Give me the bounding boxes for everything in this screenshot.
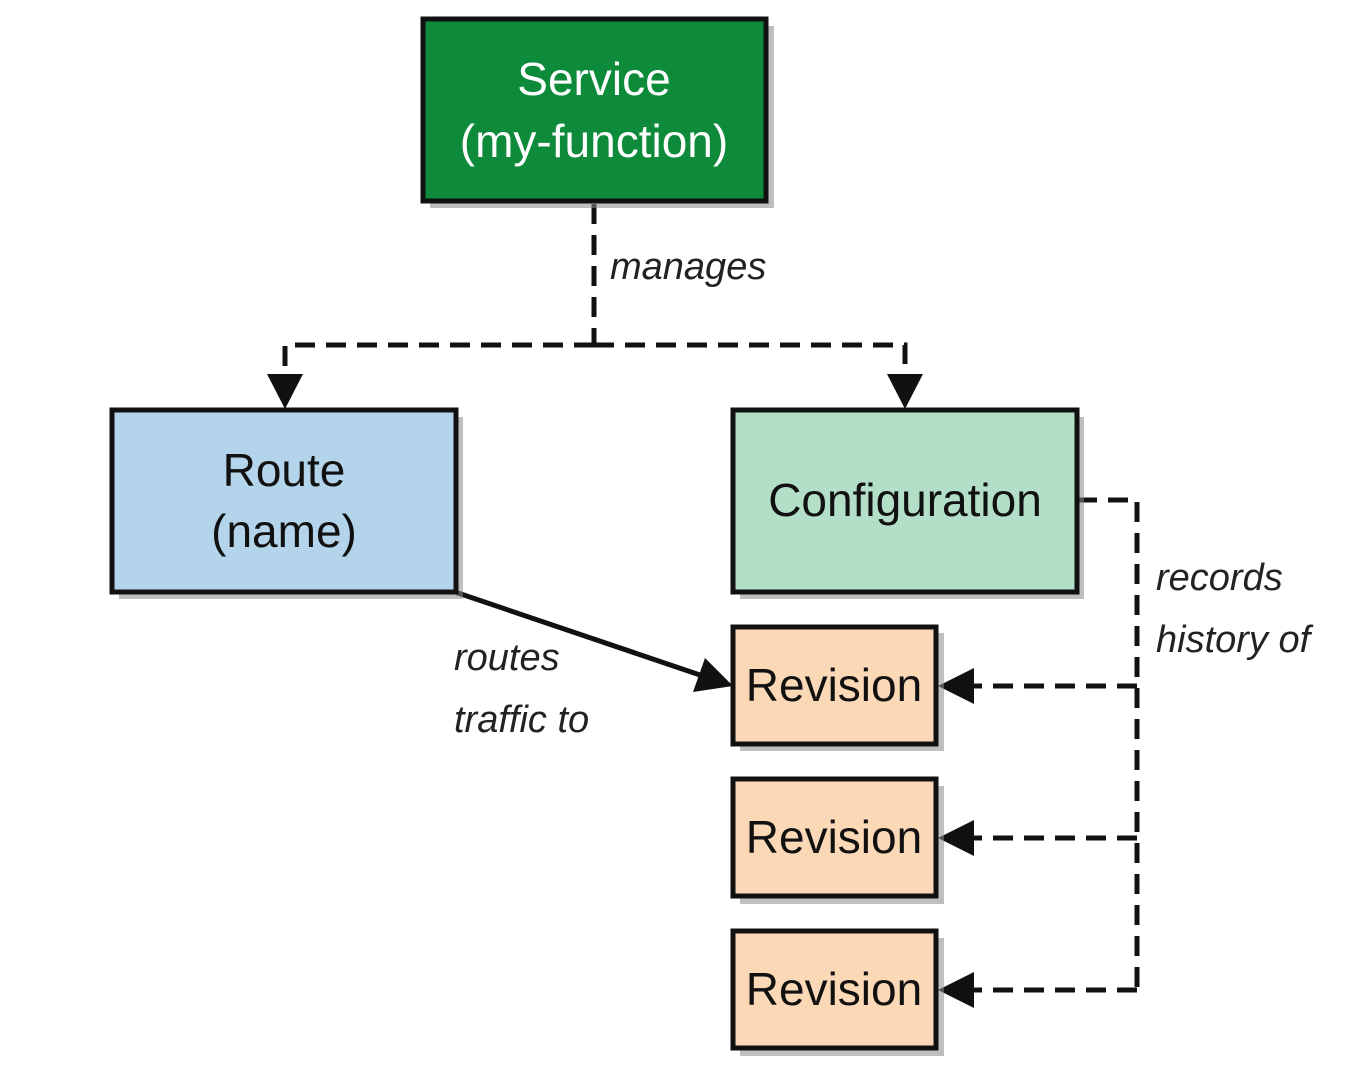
route-box (109, 407, 459, 595)
routes-traffic-label-line2: traffic to (454, 699, 589, 741)
service-subtitle: (my-function) (460, 115, 728, 167)
revision-label-2: Revision (746, 811, 922, 863)
records-history-label-line2: history of (1156, 619, 1314, 661)
service-node: Service (my-function) (420, 16, 774, 208)
configuration-node: Configuration (730, 407, 1084, 599)
route-subtitle: (name) (211, 505, 357, 557)
manages-split-left (282, 342, 594, 378)
revision-node-1: Revision (730, 624, 944, 751)
arrowhead-to-configuration (887, 374, 923, 409)
route-node: Route (name) (109, 407, 463, 599)
revision-box-1 (730, 624, 939, 747)
configuration-title: Configuration (768, 474, 1042, 526)
records-history-trunk (1077, 497, 1140, 990)
routes-traffic-connector (454, 589, 701, 678)
manages-label: manages (610, 246, 766, 288)
revision-node-3: Revision (730, 928, 944, 1056)
revision-box-3 (730, 928, 939, 1051)
arrowhead-to-route (267, 374, 303, 409)
arrowhead-to-revision-3 (938, 972, 974, 1008)
route-title: Route (223, 444, 346, 496)
revision-label-1: Revision (746, 659, 922, 711)
arrowhead-to-revision-2 (938, 820, 974, 856)
service-box (420, 16, 769, 204)
records-history-label-line1: records (1156, 557, 1283, 599)
manages-split-right (594, 342, 908, 378)
arrowhead-to-revision-1 (938, 668, 974, 704)
revision-label-3: Revision (746, 963, 922, 1015)
configuration-box (730, 407, 1080, 595)
revision-box-2 (730, 776, 939, 899)
service-title: Service (517, 53, 670, 105)
arrowhead-routes-traffic (693, 658, 733, 692)
revision-node-2: Revision (730, 776, 944, 904)
routes-traffic-label-line1: routes (454, 637, 560, 679)
